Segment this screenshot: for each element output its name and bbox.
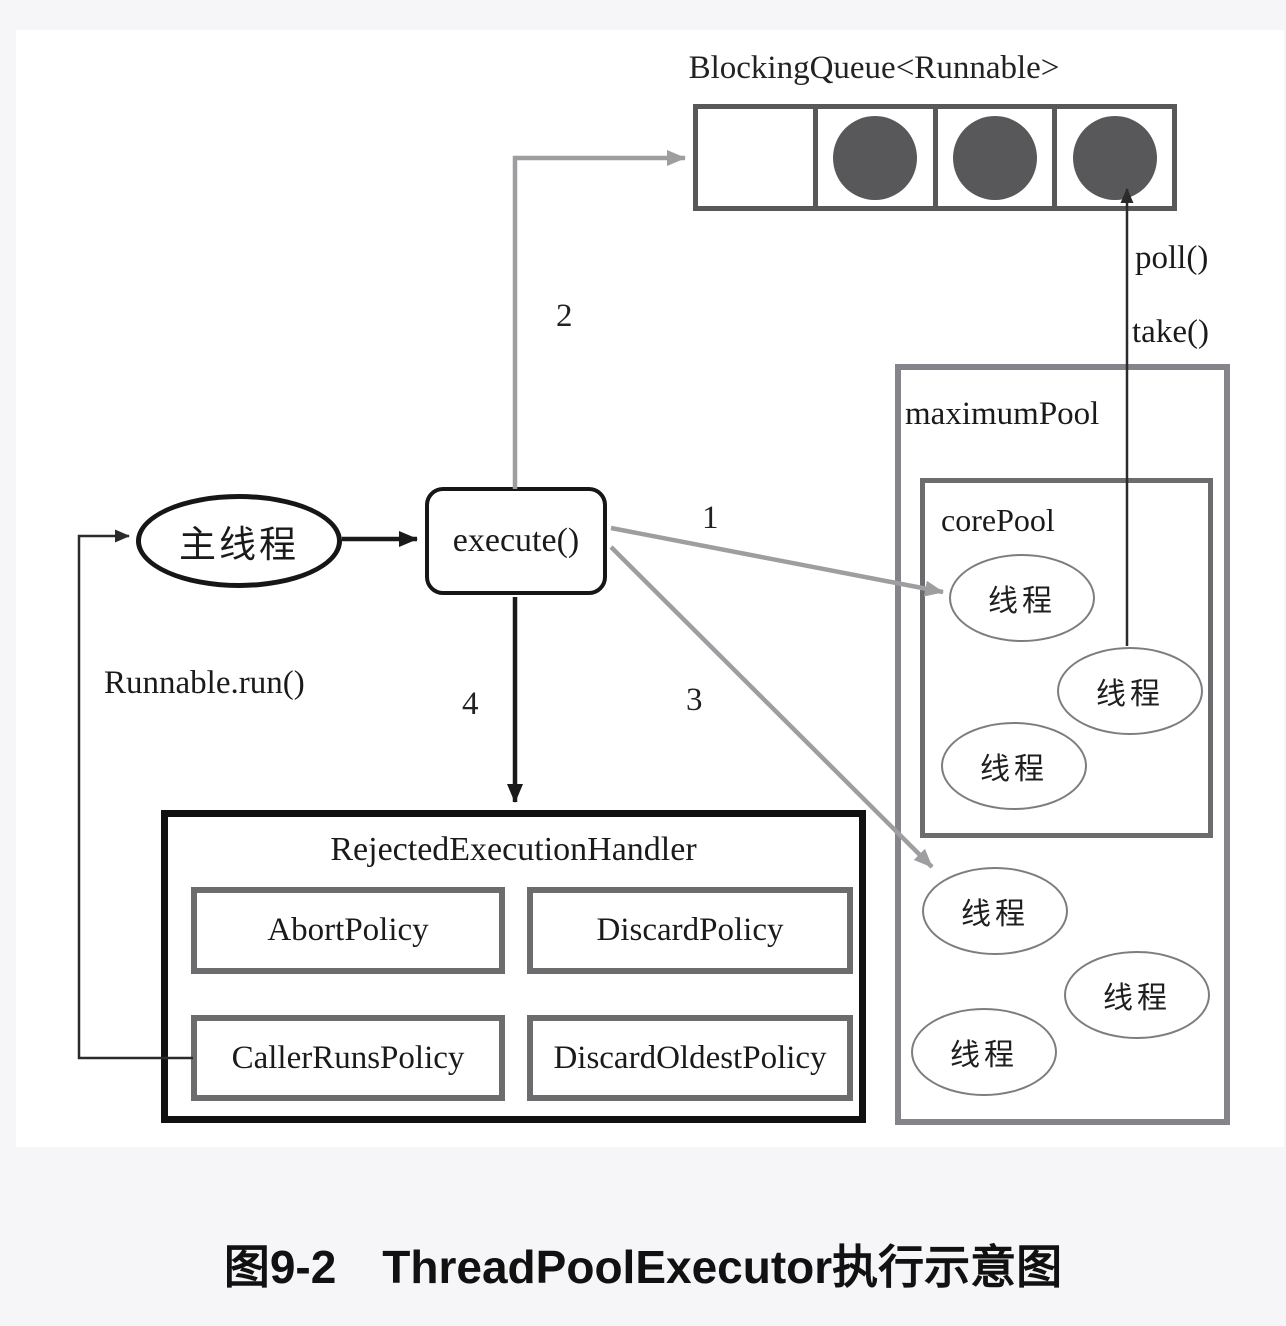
thread-label: 线程 [961,898,1029,931]
core-thread-ellipse: 线程 [1057,647,1203,735]
queue-cell [932,109,1053,206]
max-thread-ellipse: 线程 [1064,951,1210,1039]
thread-label: 线程 [950,1039,1018,1072]
take-label: take() [1132,314,1209,350]
thread-label: 线程 [988,585,1056,618]
core-pool-label: corePool [941,502,1055,538]
figure-title: ThreadPoolExecutor执行示意图 [382,1241,1063,1293]
core-thread-ellipse: 线程 [949,554,1095,642]
main-thread-label: 主线程 [179,525,299,566]
caller-runs-policy-box: CallerRunsPolicy [191,1015,505,1101]
main-thread-ellipse: 主线程 [136,494,342,588]
abort-policy-box: AbortPolicy [191,887,505,974]
figure-number: 图9-2 [223,1241,337,1293]
execute-label: execute() [452,522,580,559]
maximum-pool-label: maximumPool [905,396,1100,432]
blocking-queue [693,104,1177,211]
core-thread-ellipse: 线程 [941,722,1087,810]
max-thread-ellipse: 线程 [922,867,1068,955]
task-dot [952,115,1037,200]
step-3-label: 3 [686,682,703,718]
blocking-queue-label: BlockingQueue<Runnable> [688,50,1060,86]
runnable-run-label: Runnable.run() [104,665,305,701]
max-thread-ellipse: 线程 [911,1008,1057,1096]
step-2-label: 2 [556,298,573,334]
discard-policy-box: DiscardPolicy [527,887,853,974]
rejected-handler-title: RejectedExecutionHandler [330,831,697,868]
queue-cell [812,109,933,206]
poll-label: poll() [1135,240,1209,276]
thread-label: 线程 [1103,982,1171,1015]
task-dot [833,115,918,200]
figure-caption: 图9-2 ThreadPoolExecutor执行示意图 [0,1231,1286,1297]
task-dot [1072,115,1157,200]
execute-box: execute() [425,487,607,595]
step-1-label: 1 [702,500,719,536]
thread-label: 线程 [980,753,1048,786]
discard-oldest-policy-box: DiscardOldestPolicy [527,1015,853,1101]
queue-cell [1052,109,1172,206]
rejected-handler-box: RejectedExecutionHandler AbortPolicy Dis… [161,810,866,1123]
queue-cell-empty [698,109,813,206]
thread-label: 线程 [1096,678,1164,711]
step-4-label: 4 [462,686,479,722]
